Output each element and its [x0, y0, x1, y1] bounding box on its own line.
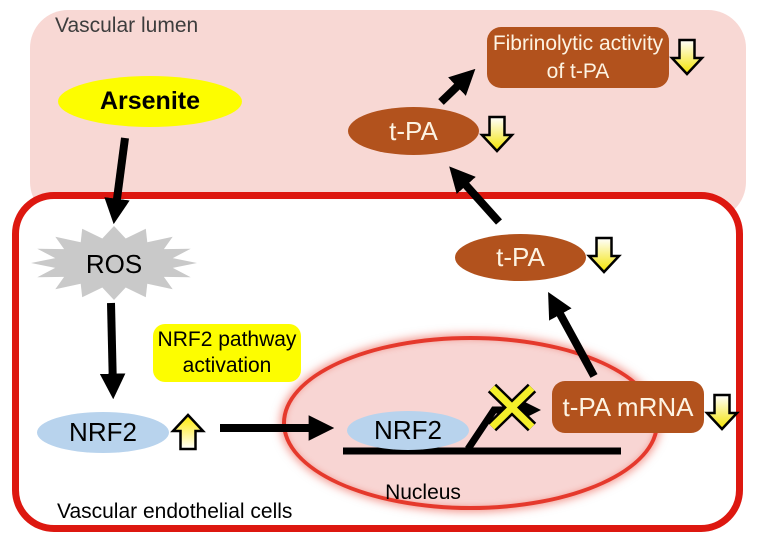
tpa-lumen-node: t-PA	[348, 107, 479, 155]
fibrinolytic-activity-box: Fibrinolytic activity of t-PA	[487, 27, 669, 88]
fibrinolytic-line2: of t-PA	[546, 59, 610, 83]
tpa-mrna-node: t-PA mRNA	[552, 381, 704, 433]
vascular-endothelial-cells-label: Vascular endothelial cells	[57, 500, 293, 523]
pathway-box-line2: activation	[182, 354, 272, 377]
nrf2-cytoplasm-node: NRF2	[37, 412, 169, 453]
tpa-cell-node: t-PA	[455, 234, 586, 281]
nrf2-pathway-activation-box: NRF2 pathway activation	[153, 324, 301, 382]
arsenite-node: Arsenite	[58, 76, 242, 127]
nucleus-label: Nucleus	[385, 481, 461, 504]
vascular-lumen-label: Vascular lumen	[55, 14, 199, 37]
pathway-box-line1: NRF2 pathway	[157, 327, 297, 351]
ros-label: ROS	[85, 249, 143, 279]
fibrinolytic-line1: Fibrinolytic activity	[492, 32, 664, 56]
nrf2-nucleus-node: NRF2	[347, 411, 469, 450]
